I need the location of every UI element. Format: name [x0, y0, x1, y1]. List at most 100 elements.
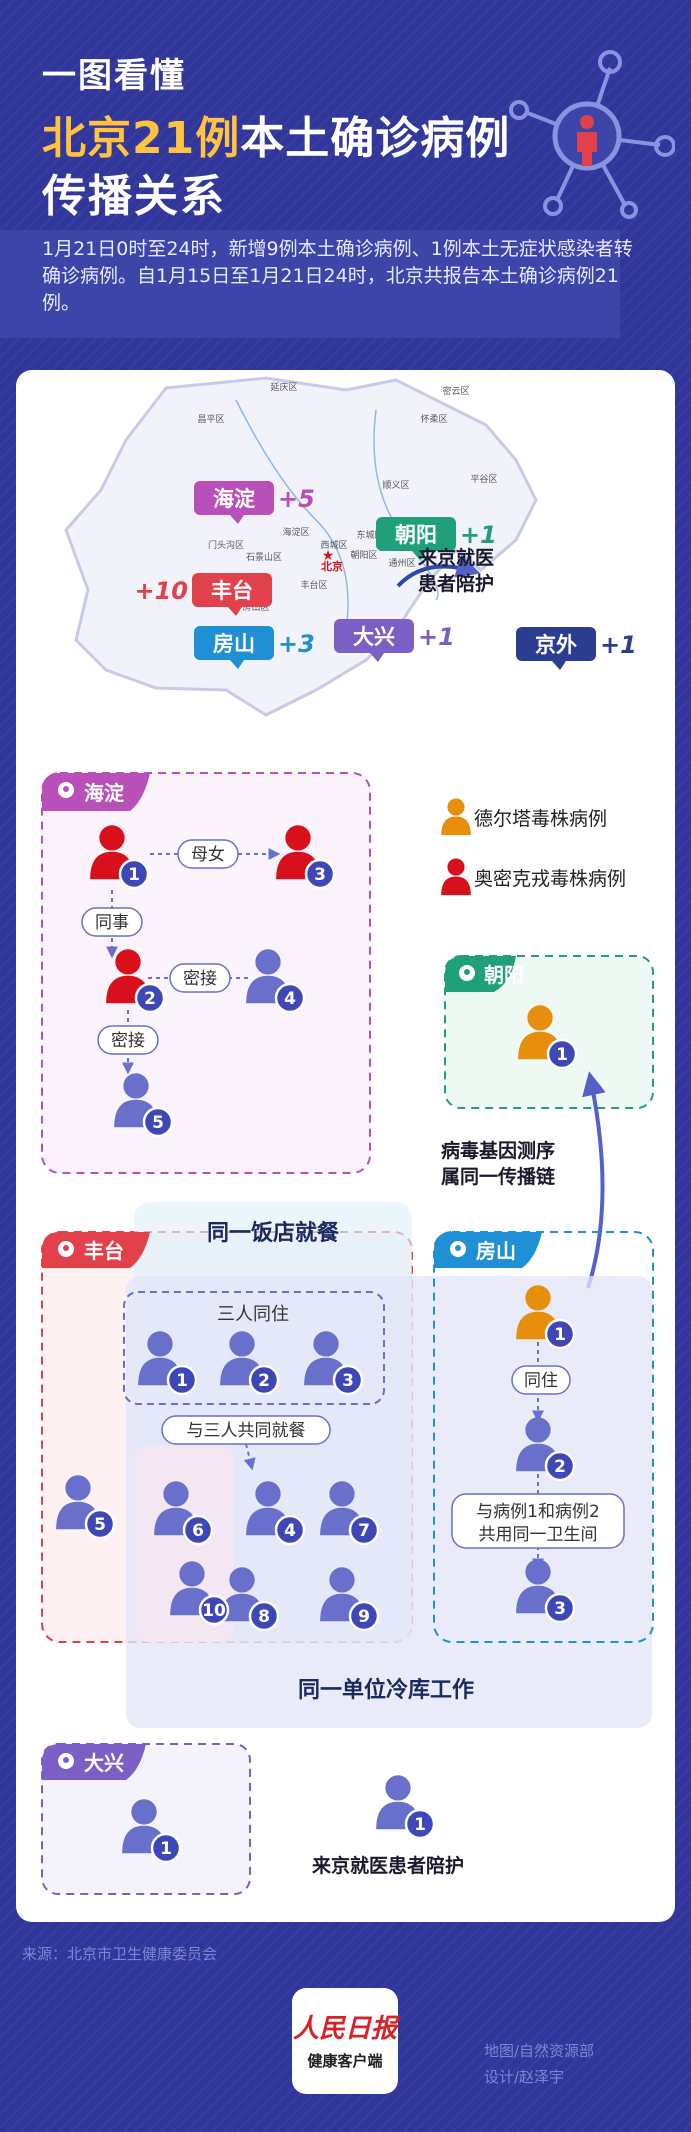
- case-number: 1: [160, 1839, 172, 1859]
- network-person-icon: [509, 50, 675, 219]
- fengtai-case: 1: [138, 1331, 198, 1396]
- fengtai-tag: 丰台: [42, 1232, 150, 1268]
- haidian-link-c1c3-text: 母女: [191, 845, 225, 865]
- haidian-case: 4: [246, 949, 306, 1014]
- chain-arrow: [582, 1071, 606, 1289]
- place-label: 平谷区: [470, 474, 497, 485]
- map-note-line2: 患者陪护: [418, 572, 494, 595]
- coldstore-label: 同一单位冷库工作: [298, 1677, 474, 1703]
- map-badge: 大兴 +1: [334, 619, 455, 662]
- fangshan-case: 2: [516, 1417, 576, 1482]
- legend-delta-label: 德尔塔毒株病例: [474, 808, 607, 830]
- case-number: 7: [358, 1521, 370, 1541]
- fengtai-group-b: [134, 1446, 234, 1642]
- kicker: 一图看懂: [42, 56, 186, 96]
- map-badge: 京外+1: [516, 627, 637, 670]
- case-number: 1: [554, 1325, 566, 1345]
- case-number: 1: [128, 865, 140, 885]
- case-number-badge: [84, 1508, 116, 1540]
- map-badge-name: 朝阳: [395, 523, 437, 547]
- dine-with-three-label: 与三人共同就餐: [187, 1421, 306, 1441]
- fangshan-case: 3: [516, 1559, 576, 1624]
- case-number-badge: [546, 1038, 578, 1070]
- case-number: 2: [258, 1371, 270, 1391]
- content-card: 昌平区延庆区怀柔区密云区顺义区平谷区门头沟区海淀区东城区西城区石景山区丰台区朝阳…: [16, 370, 675, 1922]
- place-label: 昌平区: [197, 414, 224, 425]
- case-number-badge: [544, 1318, 576, 1350]
- case-number-badge: [166, 1364, 198, 1396]
- fengtai-case: 4: [246, 1481, 306, 1546]
- map-badge-delta: +3: [278, 630, 315, 658]
- map-badge-delta: +10: [134, 577, 188, 605]
- live-together-label: 三人同住: [217, 1304, 289, 1325]
- map-badge-delta: +1: [418, 623, 455, 651]
- summary-text: 1月21日0时至24时，新增9例本土确诊病例、1例本土无症状感染者转确诊病例。自…: [42, 238, 633, 314]
- legend-omicron-icon: [441, 858, 471, 896]
- haidian-link-c1c2-text: 同事: [95, 913, 129, 933]
- fangshan-label: 房山: [476, 1239, 516, 1263]
- daxing-tag: 大兴: [42, 1744, 146, 1780]
- fengtai-case: 3: [304, 1331, 364, 1396]
- case-number-badge: [142, 1106, 174, 1138]
- case-number: 3: [342, 1371, 354, 1391]
- haidian-link-c1c2: 同事: [81, 907, 143, 937]
- outside-cases: 1: [376, 1775, 436, 1840]
- case-number-badge: [544, 1450, 576, 1482]
- fangshan-pill-2: [451, 1493, 625, 1549]
- capital-star-icon: ★: [322, 548, 335, 564]
- page-title-line3: 传播关系: [42, 171, 226, 222]
- case-number-badge: [248, 1600, 280, 1632]
- case-number-badge: [304, 858, 336, 890]
- restaurant-label: 同一饭店就餐: [207, 1220, 340, 1246]
- case-number-badge: [198, 1594, 230, 1626]
- case-number: 3: [314, 865, 326, 885]
- fangshan-case: 1: [516, 1285, 576, 1350]
- map-credit: 地图/自然资源部: [484, 2042, 595, 2060]
- fengtai-case: 7: [320, 1481, 380, 1546]
- case-number: 1: [176, 1371, 188, 1391]
- case-number: 2: [144, 989, 156, 1009]
- place-label: 通州区: [388, 558, 415, 569]
- place-label: 海淀区: [282, 526, 309, 538]
- fangshan-pill-1: [511, 1365, 571, 1395]
- haidian-case: 2: [106, 949, 166, 1014]
- fengtai-case: 5: [56, 1475, 116, 1540]
- map-badge-name: 大兴: [353, 625, 395, 649]
- place-label: 西城区: [320, 540, 347, 551]
- case-number: 5: [94, 1515, 106, 1535]
- fangshan-tag: 房山: [434, 1232, 542, 1268]
- fangshan-link-label-2b: 共用同一卫生间: [479, 1525, 598, 1545]
- chain-note-line2: 属同一传播链: [441, 1165, 555, 1188]
- case-number-badge: [332, 1364, 364, 1396]
- case-number-badge: [544, 1592, 576, 1624]
- map-badge: 丰台+10: [134, 573, 272, 616]
- daxing-label: 大兴: [84, 1751, 124, 1775]
- fengtai-case: 2: [220, 1331, 280, 1396]
- haidian-case: 3: [276, 825, 336, 890]
- case-number-badge: [274, 982, 306, 1014]
- case-number-badge: [348, 1600, 380, 1632]
- case-number: 4: [284, 1521, 296, 1541]
- chaoyang-box: [444, 955, 654, 1109]
- case-number-badge: [118, 858, 150, 890]
- title-highlight: 北京21例: [42, 113, 241, 164]
- case-number: 10: [202, 1601, 226, 1621]
- fangshan-link-label-1: 同住: [524, 1371, 558, 1391]
- haidian-tag: 海淀: [42, 773, 150, 811]
- case-number: 1: [556, 1045, 568, 1065]
- case-number-badge: [348, 1514, 380, 1546]
- map-badge-name: 房山: [213, 632, 255, 656]
- map-badge-delta: +5: [278, 485, 315, 513]
- chaoyang-label: 朝阳: [484, 963, 524, 987]
- header: 一图看懂 北京21例本土确诊病例 传播关系 1月21日0时至24时，新增9例本土…: [0, 0, 691, 340]
- case-number: 4: [284, 989, 296, 1009]
- case-number: 2: [554, 1457, 566, 1477]
- haidian-link-c2c4: 密接: [169, 963, 231, 993]
- legend: 德尔塔毒株病例 奥密克戎毒株病例: [441, 798, 626, 896]
- case-number-badge: [248, 1364, 280, 1396]
- legend-omicron-label: 奥密克戎毒株病例: [474, 868, 626, 890]
